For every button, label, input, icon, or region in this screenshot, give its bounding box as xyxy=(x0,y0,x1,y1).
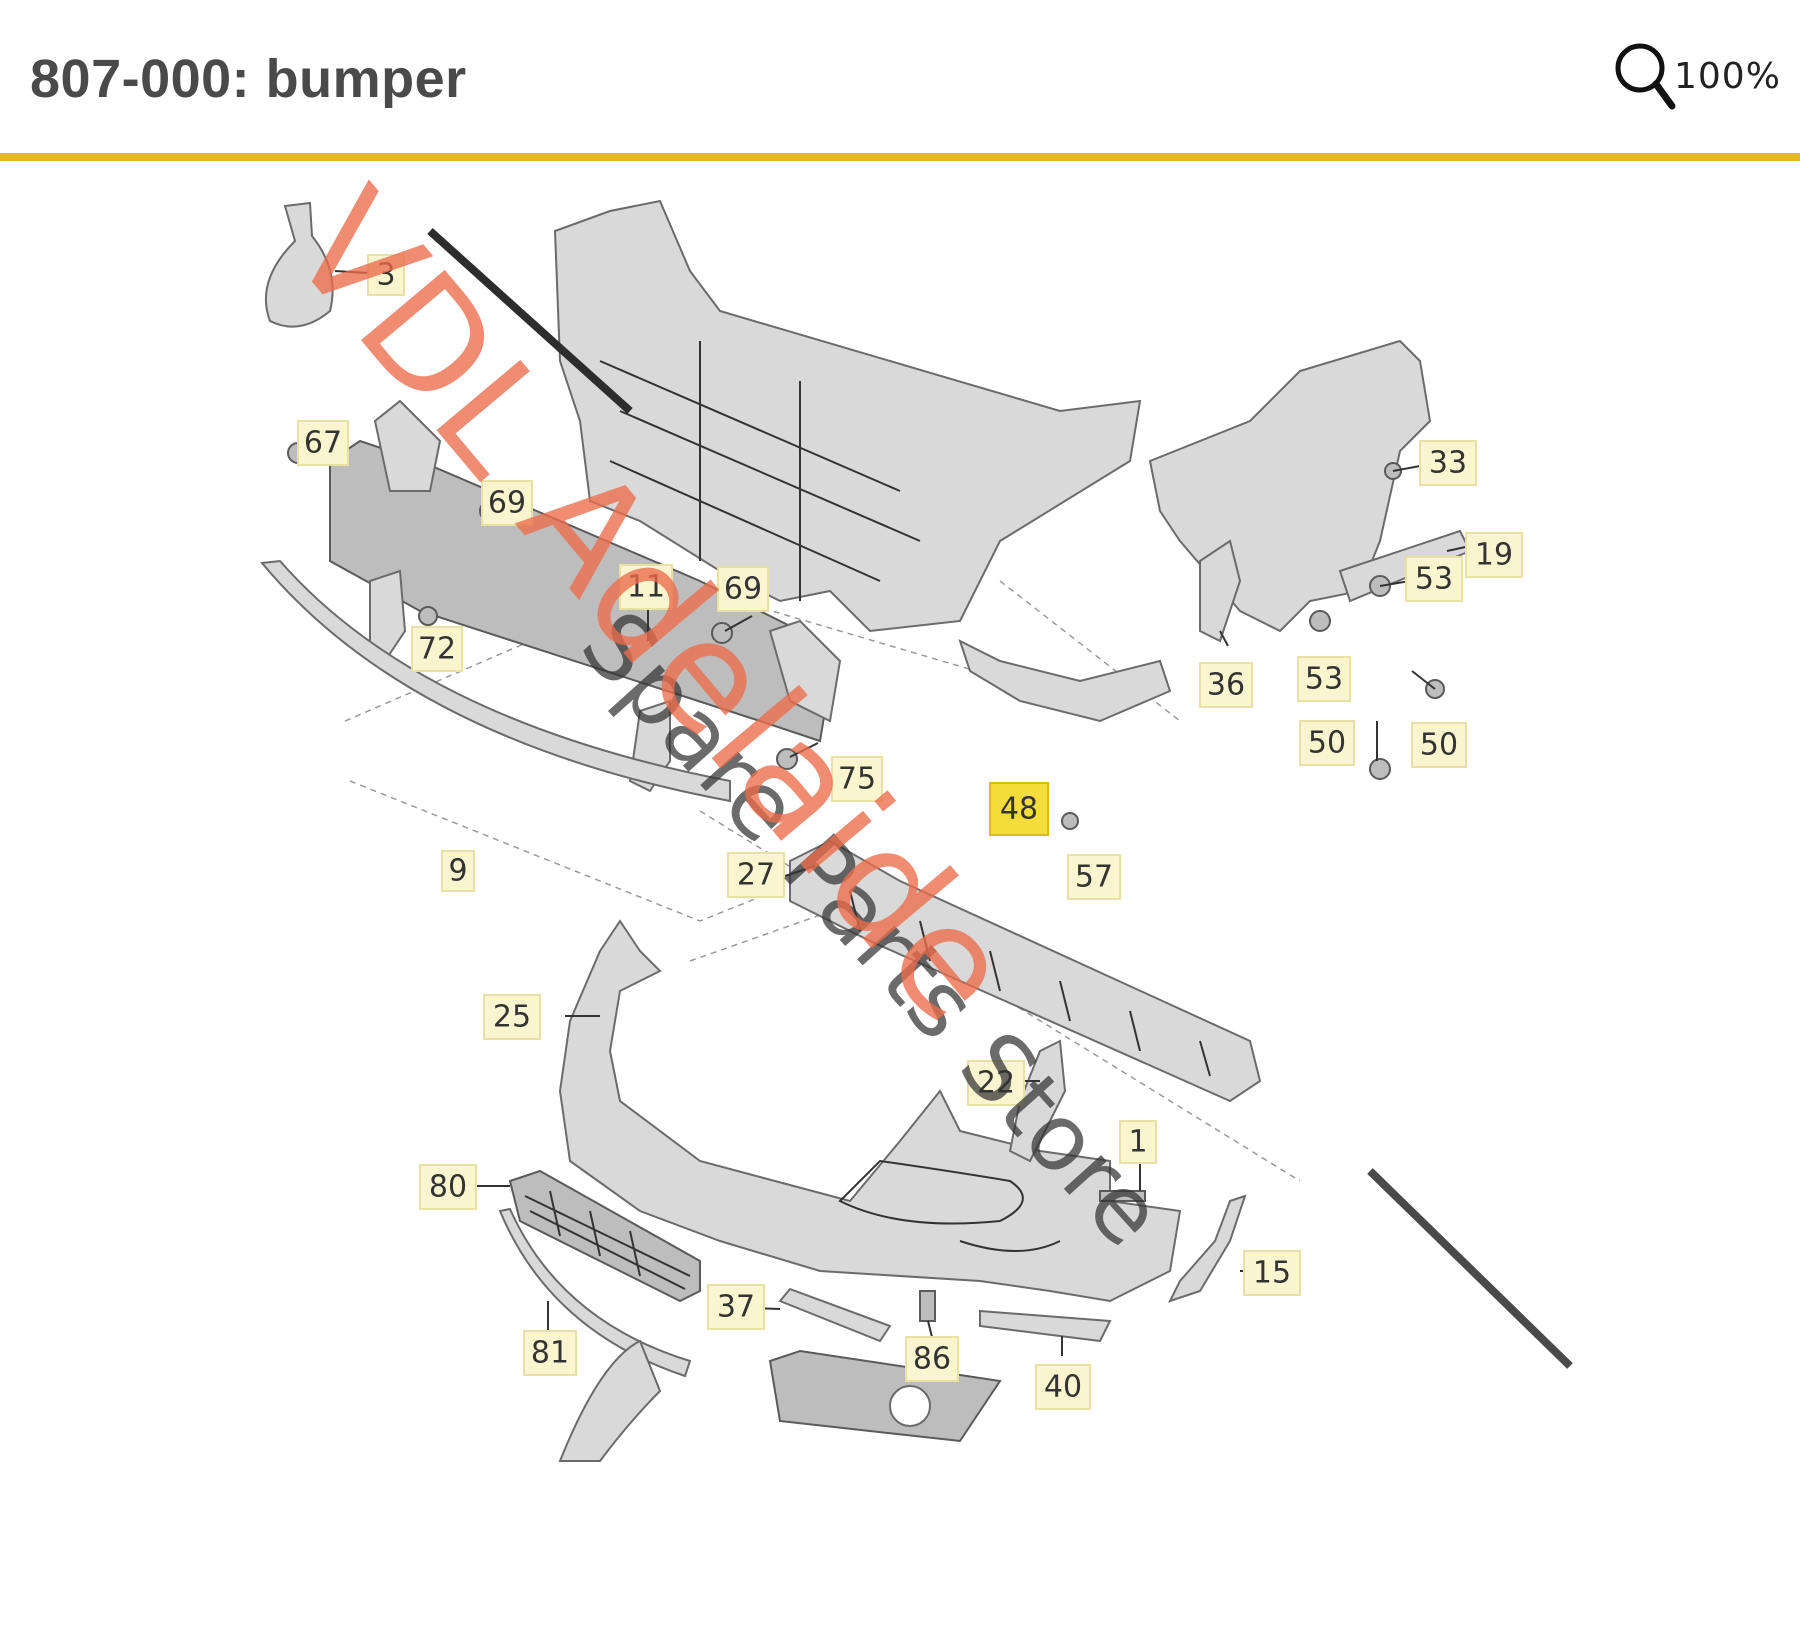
trim-strip-part[interactable] xyxy=(1168,1194,1247,1303)
fog-light-grille-part[interactable] xyxy=(768,1349,1002,1443)
carrier-bracket-right[interactable] xyxy=(768,619,842,723)
moulding-strip-left[interactable] xyxy=(778,1287,892,1343)
bolt-57[interactable] xyxy=(1061,812,1079,830)
bolt-50-right[interactable] xyxy=(1411,670,1445,699)
screw-part[interactable] xyxy=(1099,1190,1146,1202)
callout-69[interactable]: 69 xyxy=(481,480,533,526)
svg-text:3: 3 xyxy=(376,258,395,293)
callout-48[interactable]: 48 xyxy=(989,782,1049,836)
callout-11[interactable]: 11 xyxy=(619,564,673,610)
grille-slats xyxy=(524,1190,691,1290)
bracket-part[interactable] xyxy=(1199,539,1242,643)
callout-81[interactable]: 81 xyxy=(523,1330,577,1376)
grommet-part[interactable] xyxy=(264,201,334,328)
callout-67[interactable]: 67 xyxy=(297,420,349,466)
svg-text:11: 11 xyxy=(627,570,665,605)
svg-text:1: 1 xyxy=(1128,1125,1147,1160)
svg-text:37: 37 xyxy=(717,1290,755,1325)
bumper-cover-part[interactable] xyxy=(558,919,1182,1303)
zoom-level: 100% xyxy=(1674,55,1781,97)
callout-25[interactable]: 25 xyxy=(483,994,541,1040)
callout-19[interactable]: 19 xyxy=(1465,532,1523,578)
svg-text:86: 86 xyxy=(913,1342,951,1377)
callout-53-lower[interactable]: 53 xyxy=(1297,656,1351,702)
guide-bracket-part[interactable] xyxy=(958,639,1172,723)
callout-72[interactable]: 72 xyxy=(411,626,463,672)
lock-carrier-part[interactable] xyxy=(553,199,1142,633)
bolt-50-left[interactable] xyxy=(1369,721,1391,780)
callout-37[interactable]: 37 xyxy=(707,1284,765,1330)
header-divider xyxy=(0,153,1800,161)
energy-absorber-part[interactable] xyxy=(789,839,1262,1103)
grille-trim-part[interactable] xyxy=(498,1207,692,1378)
svg-text:57: 57 xyxy=(1075,860,1113,895)
bolt-72[interactable] xyxy=(418,606,438,626)
svg-text:50: 50 xyxy=(1308,726,1346,761)
nut-53-lower[interactable] xyxy=(1309,610,1331,632)
callout-69-lower[interactable]: 69 xyxy=(717,566,769,612)
svg-text:53: 53 xyxy=(1305,662,1343,697)
callout-50-left[interactable]: 50 xyxy=(1299,720,1355,766)
svg-text:80: 80 xyxy=(429,1170,467,1205)
callout-80[interactable]: 80 xyxy=(419,1164,477,1210)
callout-57[interactable]: 57 xyxy=(1067,854,1121,900)
impact-strip-part[interactable] xyxy=(260,559,731,803)
callout-50-right[interactable]: 50 xyxy=(1411,722,1467,768)
carrier-leg-left[interactable] xyxy=(369,569,407,663)
parts-diagram[interactable]: 3 67 69 11 69 72 9 75 33 53 19 53 36 50 … xyxy=(0,161,1800,1647)
svg-text:25: 25 xyxy=(493,1000,531,1035)
svg-text:50: 50 xyxy=(1420,728,1458,763)
exploded-view-drawing: 3 67 69 11 69 72 9 75 33 53 19 53 36 50 … xyxy=(260,199,1573,1462)
fog-light-hole xyxy=(889,1385,931,1427)
svg-text:33: 33 xyxy=(1429,446,1467,481)
callout-33[interactable]: 33 xyxy=(1419,440,1477,486)
callout-86[interactable]: 86 xyxy=(905,1336,959,1382)
svg-text:81: 81 xyxy=(531,1336,569,1371)
watermark-dashes xyxy=(427,228,1573,1369)
callout-27[interactable]: 27 xyxy=(727,852,785,898)
svg-text:9: 9 xyxy=(448,854,467,889)
callout-3[interactable]: 3 xyxy=(367,254,405,296)
svg-text:40: 40 xyxy=(1044,1370,1082,1405)
svg-text:72: 72 xyxy=(418,632,456,667)
absorber-ribs xyxy=(849,890,1211,1077)
fog-light-openings xyxy=(838,1159,1061,1252)
page-header: 807-000: bumper 100% xyxy=(0,0,1800,155)
page-title: 807-000: bumper xyxy=(30,49,467,109)
callout-22[interactable]: 22 xyxy=(967,1060,1025,1106)
svg-text:15: 15 xyxy=(1253,1256,1291,1291)
callout-40[interactable]: 40 xyxy=(1035,1364,1091,1410)
callout-75[interactable]: 75 xyxy=(831,756,883,802)
lower-grille-part[interactable] xyxy=(508,1169,701,1303)
svg-text:36: 36 xyxy=(1207,668,1245,703)
svg-text:27: 27 xyxy=(737,858,775,893)
svg-text:53: 53 xyxy=(1415,562,1453,597)
svg-text:75: 75 xyxy=(838,762,876,797)
callout-1[interactable]: 1 xyxy=(1119,1120,1157,1164)
clip-part[interactable] xyxy=(919,1290,936,1322)
callout-9[interactable]: 9 xyxy=(441,850,475,892)
magnifier-icon[interactable] xyxy=(1610,34,1680,114)
carrier-bracket-left[interactable] xyxy=(373,399,442,492)
bolt-69-lower[interactable] xyxy=(711,615,753,644)
callout-15[interactable]: 15 xyxy=(1243,1250,1301,1296)
svg-text:48: 48 xyxy=(1000,792,1038,827)
svg-text:19: 19 xyxy=(1475,538,1513,573)
svg-text:22: 22 xyxy=(977,1066,1015,1101)
callout-53-upper[interactable]: 53 xyxy=(1405,556,1463,602)
lock-carrier-detail xyxy=(599,341,921,601)
svg-text:69: 69 xyxy=(724,572,762,607)
moulding-strip-right[interactable] xyxy=(979,1309,1112,1343)
callout-36[interactable]: 36 xyxy=(1199,662,1253,708)
svg-text:67: 67 xyxy=(304,426,342,461)
wheel-arch-cover-part[interactable] xyxy=(558,1339,662,1462)
bolt-75[interactable] xyxy=(776,742,819,770)
zoom-control[interactable]: 100% xyxy=(1610,34,1790,114)
svg-text:69: 69 xyxy=(488,486,526,521)
